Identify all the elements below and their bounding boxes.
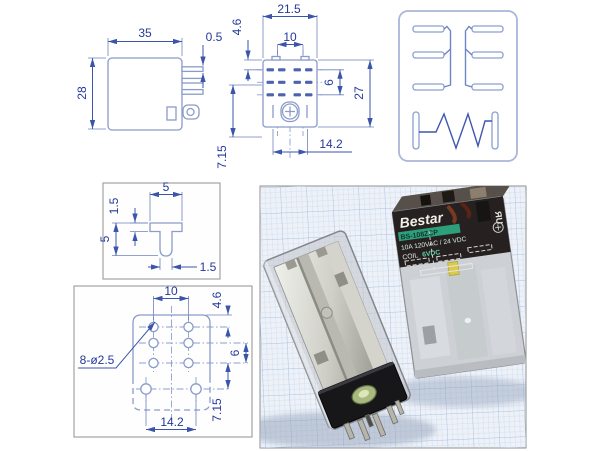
relay-base bbox=[317, 361, 408, 429]
dim-bottom-col-span: 10 bbox=[164, 284, 178, 298]
dim-side-width: 35 bbox=[138, 26, 152, 40]
dim-front-col-span: 10 bbox=[283, 30, 297, 44]
contact-set-right bbox=[464, 25, 504, 91]
bottom-view-drawing: 10 4.6 6 7.15 14.2 8-ø2.5 bbox=[73, 284, 253, 438]
left-relay bbox=[262, 230, 411, 442]
dim-front-width: 21.5 bbox=[277, 2, 301, 16]
pin-detail-drawing: 5 1.5 5 1.5 bbox=[98, 180, 221, 280]
coil-label-text: COIL bbox=[402, 252, 419, 261]
dim-bottom-mount-offset: 7.15 bbox=[210, 398, 224, 422]
dim-front-mount-offset: 7.15 bbox=[215, 145, 229, 169]
contact-set-left bbox=[412, 25, 452, 91]
right-relay: Bestar BS-108ZCP 10A 120VAC / 24 VDC COI… bbox=[391, 186, 526, 379]
dim-side-pin-thickness: 0.5 bbox=[206, 30, 223, 44]
dim-bottom-mount-span: 14.2 bbox=[160, 415, 184, 429]
photo: Bestar BS-108ZCP 10A 120VAC / 24 VDC COI… bbox=[259, 185, 527, 449]
ul-recognized-icon: ЯU bbox=[493, 211, 505, 225]
dim-pin-tip-width: 1.5 bbox=[200, 260, 217, 274]
yellow-component bbox=[447, 260, 460, 277]
coil-value-text: 6VDC bbox=[422, 249, 441, 258]
dim-side-height: 28 bbox=[75, 86, 89, 100]
dim-bottom-row-span: 6 bbox=[228, 349, 242, 356]
dim-front-top-offset: 4.6 bbox=[230, 18, 244, 35]
dim-pin-length: 5 bbox=[98, 235, 112, 242]
dim-front-row-span: 6 bbox=[322, 79, 336, 86]
holes-callout: 8-ø2.5 bbox=[80, 353, 115, 367]
pin-profile-shape bbox=[149, 222, 183, 257]
pin-holes bbox=[140, 321, 202, 395]
dim-pin-blade-width: 5 bbox=[163, 180, 170, 194]
side-view-drawing: 35 28 0.5 bbox=[75, 26, 223, 131]
front-view-mount-screw bbox=[272, 101, 308, 123]
dim-bottom-top-offset: 4.6 bbox=[210, 291, 224, 308]
relay-metal-frame bbox=[273, 240, 388, 391]
certification-mark-icon bbox=[492, 221, 504, 233]
schematic-drawing bbox=[398, 10, 518, 162]
shadow-right-relay bbox=[387, 377, 526, 407]
relay-pins bbox=[343, 399, 405, 442]
front-view-pins bbox=[266, 68, 313, 97]
front-view-drawing: 21.5 10 4.6 6 27 14.2 7.15 bbox=[215, 2, 374, 169]
coil-symbol bbox=[412, 111, 499, 151]
dim-front-mount-span: 14.2 bbox=[319, 137, 343, 151]
dim-front-height: 27 bbox=[352, 86, 366, 100]
brand-text: Bestar bbox=[398, 209, 445, 231]
dim-pin-blade-thickness: 1.5 bbox=[107, 197, 121, 214]
